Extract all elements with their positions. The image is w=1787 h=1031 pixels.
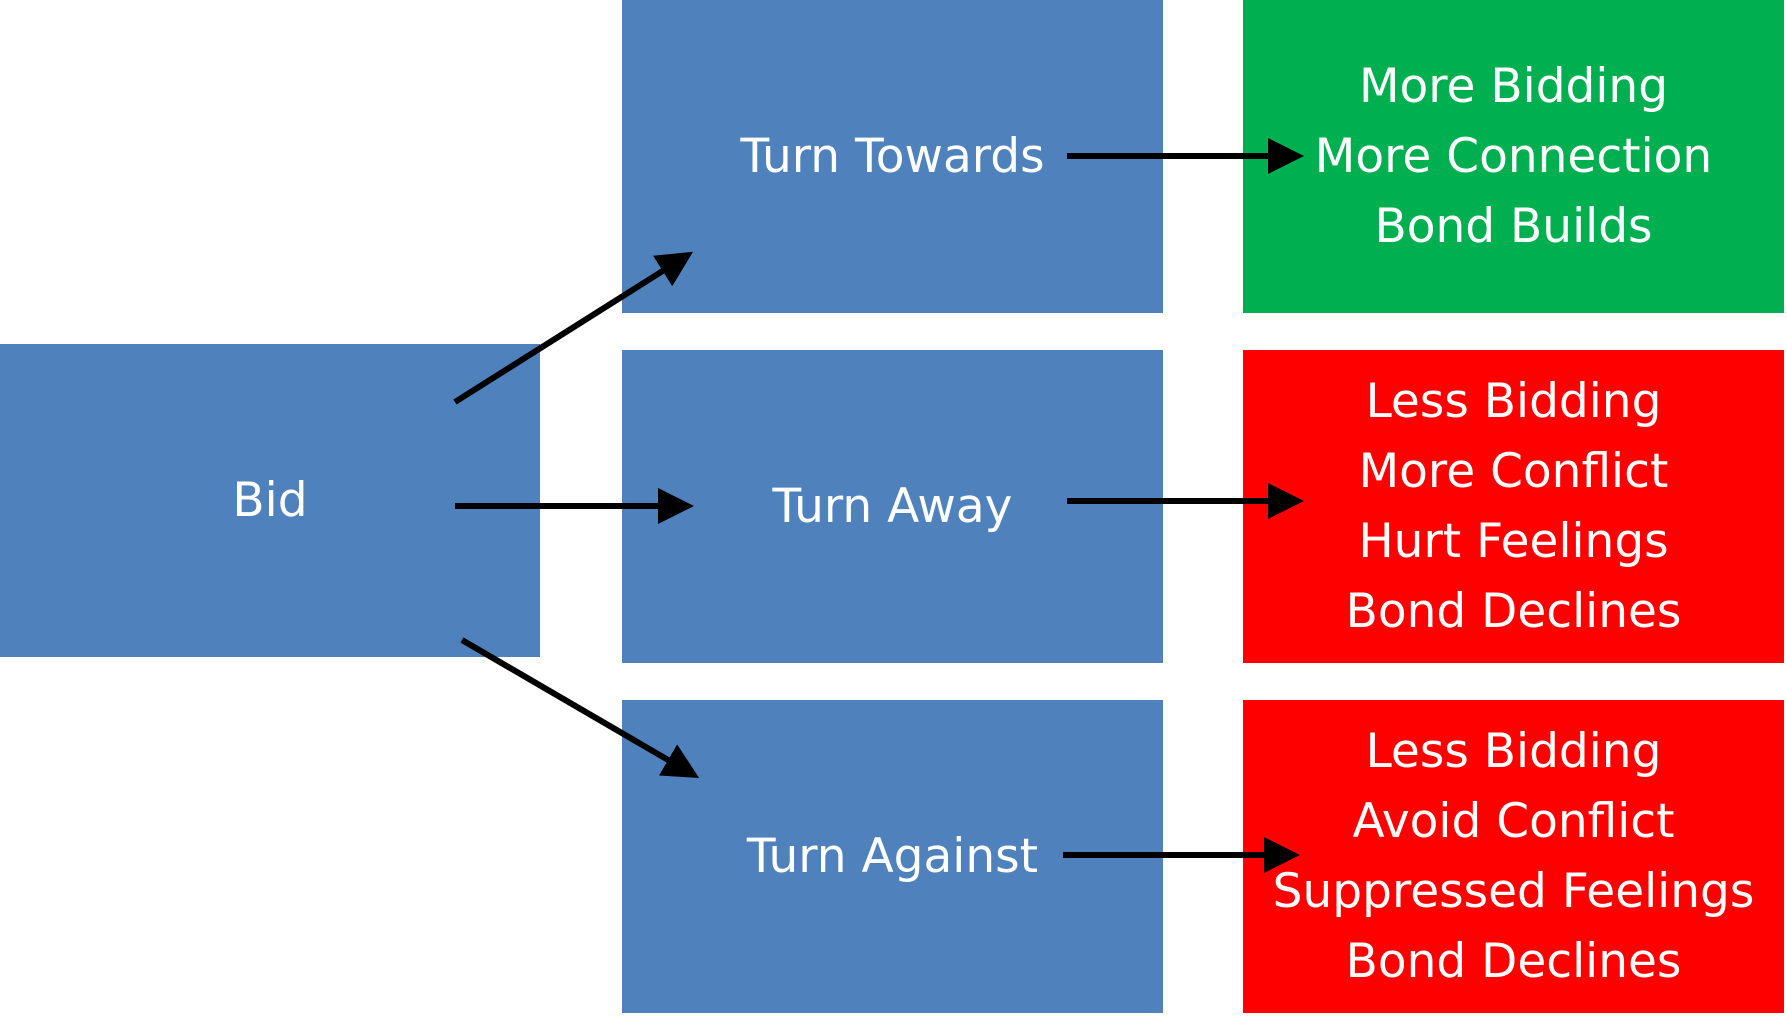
outcome-line: Less Bidding — [1365, 723, 1662, 779]
outcome-line: Suppressed Feelings — [1272, 863, 1755, 919]
outcome-line: Bond Declines — [1345, 933, 1682, 989]
outcome-line: More Connection — [1314, 128, 1713, 184]
outcome-line: Bond Builds — [1374, 198, 1653, 254]
outcome-line: More Bidding — [1358, 58, 1669, 114]
bid-box: Bid — [0, 344, 540, 657]
turn-against-box: Turn Against — [622, 700, 1163, 1013]
turn-away-outcome-box: Less Bidding More Conflict Hurt Feelings… — [1243, 350, 1784, 663]
turn-towards-label: Turn Towards — [740, 128, 1045, 184]
turn-against-label: Turn Against — [746, 828, 1039, 884]
outcome-line: Less Bidding — [1365, 373, 1662, 429]
outcome-line: Avoid Conflict — [1352, 793, 1675, 849]
outcome-line: Bond Declines — [1345, 583, 1682, 639]
turn-away-box: Turn Away — [622, 350, 1163, 663]
turn-towards-outcome-box: More Bidding More Connection Bond Builds — [1243, 0, 1784, 313]
outcome-line: Hurt Feelings — [1358, 513, 1669, 569]
bid-label: Bid — [232, 472, 308, 528]
turn-against-outcome-box: Less Bidding Avoid Conflict Suppressed F… — [1243, 700, 1784, 1013]
outcome-line: More Conflict — [1358, 443, 1669, 499]
turn-away-label: Turn Away — [772, 478, 1013, 534]
turn-towards-box: Turn Towards — [622, 0, 1163, 313]
